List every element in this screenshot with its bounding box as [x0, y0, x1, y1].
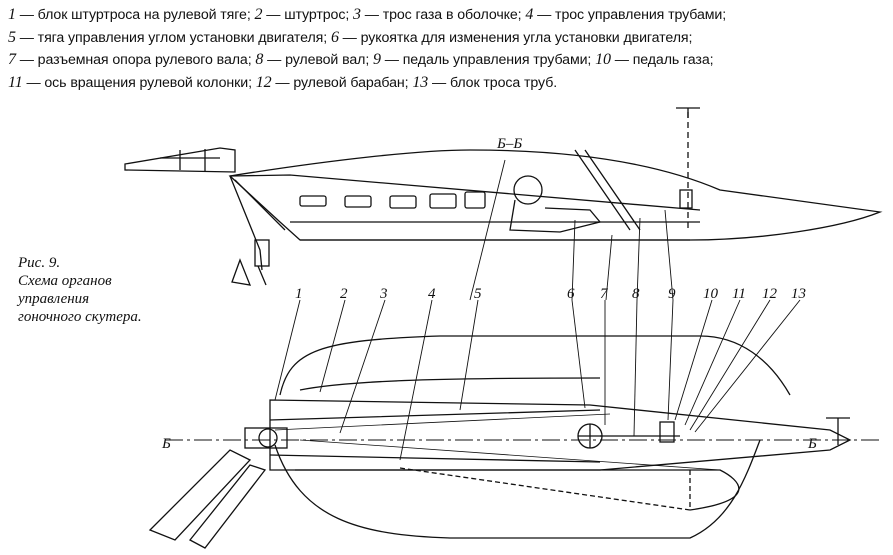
side-windows [299, 191, 486, 209]
legend-text: — рулевой вал; [263, 52, 374, 68]
legend-num: 13 [412, 73, 429, 91]
hull-body [269, 399, 852, 471]
legend-num: 11 [8, 73, 23, 91]
callout-3: 3 [380, 286, 388, 302]
side-view [124, 107, 883, 286]
legend: 1 — блок штуртроса на рулевой тяге; 2 — … [8, 4, 888, 94]
legend-num: 3 [353, 6, 361, 23]
caption-line: Схема органов [18, 273, 112, 289]
legend-num: 7 [8, 51, 16, 68]
outboard-leg [254, 239, 270, 267]
legend-text: — тяга управления углом установки двигат… [15, 29, 331, 46]
callout-13: 13 [791, 286, 806, 302]
legend-num: 5 [8, 28, 16, 46]
callout-9: 9 [668, 286, 676, 302]
callout-6: 6 [567, 286, 575, 302]
legend-line-1: 1 — блок штуртроса на рулевой тяге; 2 — … [8, 4, 888, 27]
legend-line-3: 7 — разъемная опора рулевого вала; 8 — р… [8, 49, 888, 72]
callout-1: 1 [295, 286, 303, 302]
legend-num: 6 [330, 28, 339, 46]
legend-num: 1 [8, 6, 16, 23]
caption-line: гоночного скутера. [18, 309, 142, 325]
legend-text: — блок штуртроса на рулевой тяге; [15, 7, 255, 23]
legend-text: — трос управления трубами; [533, 7, 727, 23]
legend-text: — педаль управления трубами; [380, 52, 596, 68]
legend-num: 2 [254, 6, 263, 23]
legend-text: — педаль газа; [610, 52, 714, 68]
legend-text: — блок троса труб. [428, 74, 558, 91]
section-marker [826, 417, 850, 445]
legend-text: — трос газа в оболочке; [360, 7, 526, 23]
legend-text: — ось вращения рулевой колонки; [22, 74, 256, 91]
legend-text: — разъемная опора рулевого вала; [15, 52, 256, 68]
caption-line: Рис. 9. [18, 255, 61, 271]
propeller-icon [231, 258, 267, 286]
top-exhaust-pipes [148, 449, 267, 549]
section-left-label: Б [162, 436, 171, 452]
legend-num: 10 [595, 51, 611, 68]
callout-4: 4 [428, 286, 436, 302]
engine-block [244, 427, 288, 449]
legend-num: 12 [255, 73, 272, 91]
callout-11: 11 [732, 286, 746, 302]
callout-2: 2 [340, 286, 348, 302]
callout-7: 7 [600, 286, 608, 302]
legend-num: 9 [373, 51, 381, 68]
legend-num: 8 [255, 51, 264, 68]
legend-text: — рукоятка для изменения угла установки … [338, 29, 693, 46]
leader-lines [274, 159, 801, 461]
legend-num: 4 [525, 6, 534, 23]
callout-5: 5 [474, 286, 482, 302]
section-label: Б–Б [497, 136, 523, 152]
legend-line-2: 5 — тяга управления углом установки двиг… [8, 27, 888, 50]
section-right-label: Б [808, 436, 817, 452]
exhaust-pipes [124, 147, 236, 173]
figure-caption: Рис. 9. Схема органов управления гоночно… [18, 254, 142, 326]
caption-line: управления [18, 291, 90, 307]
callout-8: 8 [632, 286, 640, 302]
callout-12: 12 [762, 286, 777, 302]
legend-line-4: 11 — ось вращения рулевой колонки; 12 — … [8, 72, 888, 95]
pilot-helmet [513, 175, 543, 205]
legend-text: — штуртрос; [262, 7, 354, 23]
top-view [148, 335, 880, 549]
legend-text: — рулевой барабан; [271, 74, 413, 91]
callout-10: 10 [703, 286, 718, 302]
